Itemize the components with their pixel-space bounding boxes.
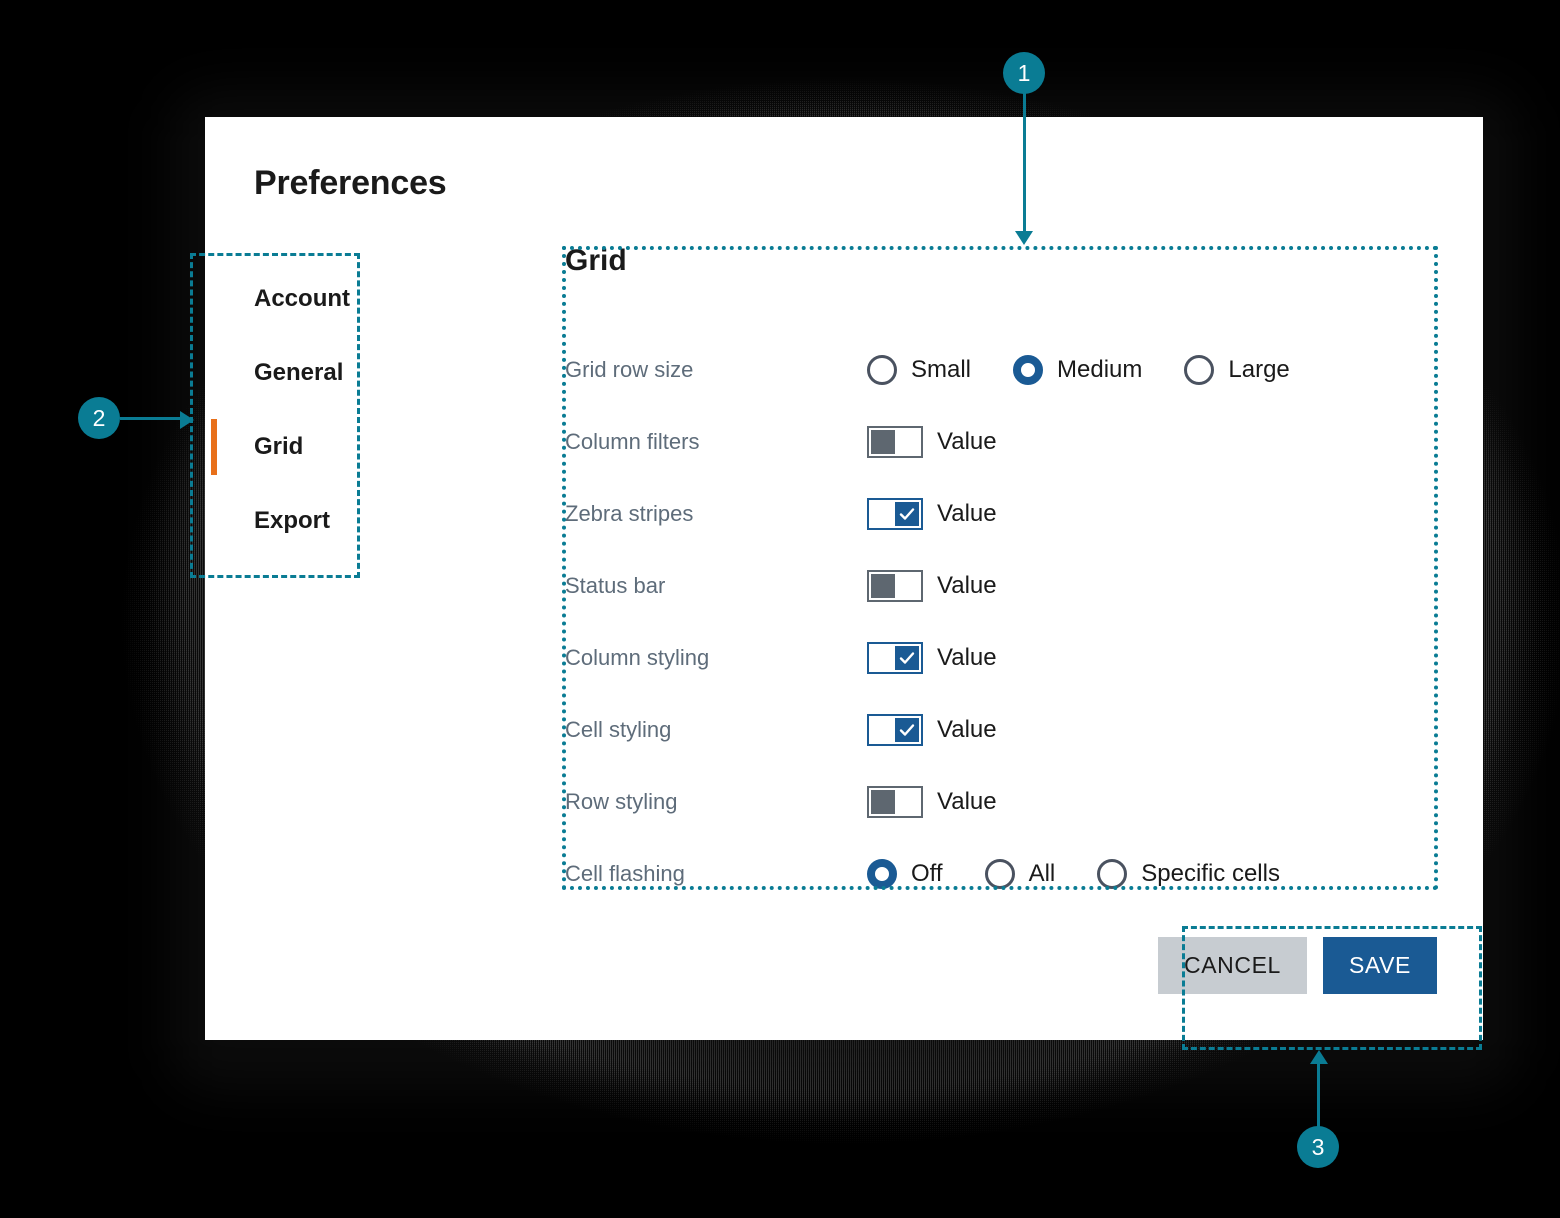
setting-label: Zebra stripes [565, 501, 694, 526]
radio-icon-selected[interactable] [1013, 355, 1044, 385]
radio-option-label: Specific cells [1141, 860, 1280, 887]
checkmark-icon [895, 502, 919, 526]
grid-settings-panel: Grid Grid row size Small Medium Large [562, 246, 1438, 910]
checkmark-icon [895, 646, 919, 670]
save-button[interactable]: SAVE [1322, 937, 1437, 994]
radio-option-label: All [1028, 860, 1056, 887]
cancel-button[interactable]: CANCEL [1158, 937, 1307, 994]
sidebar-item-account[interactable]: Account [205, 262, 525, 336]
checkmark-icon [895, 718, 919, 742]
toggle-value-label: Value [937, 788, 997, 815]
toggle-zebra-stripes[interactable] [867, 498, 923, 530]
page-title: Preferences [254, 164, 447, 202]
setting-label: Column styling [565, 645, 710, 670]
radio-option-large[interactable]: Large [1184, 355, 1290, 385]
annotation-marker-2: 2 [78, 397, 120, 439]
radio-icon[interactable] [984, 859, 1015, 889]
radio-group-grid-row-size: Small Medium Large [867, 355, 1290, 385]
sidebar-item-general[interactable]: General [205, 336, 525, 410]
radio-icon[interactable] [1097, 859, 1128, 889]
setting-label: Status bar [565, 573, 666, 598]
toggle-value-label: Value [937, 572, 997, 599]
radio-option-label: Small [911, 356, 972, 383]
setting-row-column-filters: Column filters Value [562, 406, 1438, 478]
radio-icon[interactable] [1184, 355, 1215, 385]
setting-row-grid-row-size: Grid row size Small Medium Large [562, 334, 1438, 406]
radio-option-specific-cells[interactable]: Specific cells [1097, 859, 1280, 889]
radio-option-off[interactable]: Off [867, 859, 943, 889]
toggle-value-label: Value [937, 428, 997, 455]
active-indicator-bar [211, 419, 217, 475]
setting-label: Cell flashing [565, 861, 685, 886]
toggle-thumb [871, 430, 895, 454]
radio-option-label: Large [1228, 356, 1290, 383]
setting-label: Cell styling [565, 717, 672, 742]
toggle-value-label: Value [937, 500, 997, 527]
toggle-status-bar[interactable] [867, 570, 923, 602]
radio-icon[interactable] [867, 355, 897, 385]
annotation-arrow-3 [1310, 1050, 1328, 1064]
sidebar-item-label: Export [254, 507, 331, 534]
radio-option-all[interactable]: All [984, 859, 1056, 889]
radio-group-cell-flashing: Off All Specific cells [867, 859, 1280, 889]
radio-option-label: Off [911, 860, 943, 887]
annotation-arrow-2 [180, 411, 194, 429]
annotation-marker-3: 3 [1297, 1126, 1339, 1168]
toggle-thumb [895, 502, 919, 526]
toggle-thumb [895, 718, 919, 742]
sidebar-item-label: Grid [254, 433, 304, 460]
annotation-leader-line-3 [1317, 1062, 1320, 1134]
sidebar-item-grid[interactable]: Grid [205, 410, 525, 484]
setting-row-zebra-stripes: Zebra stripes Value [562, 478, 1438, 550]
toggle-value-label: Value [937, 716, 997, 743]
sidebar-navigation: Account General Grid Export [205, 262, 525, 558]
panel-title: Grid [565, 244, 627, 277]
toggle-thumb [895, 646, 919, 670]
sidebar-item-export[interactable]: Export [205, 484, 525, 558]
setting-row-column-styling: Column styling Value [562, 622, 1438, 694]
dialog-action-buttons: CANCEL SAVE [1158, 937, 1437, 994]
setting-label: Row styling [565, 789, 678, 814]
sidebar-item-label: Account [254, 285, 350, 312]
annotation-marker-1: 1 [1003, 52, 1045, 94]
preferences-dialog: Preferences Account General Grid Export … [205, 117, 1483, 1040]
toggle-cell-styling[interactable] [867, 714, 923, 746]
radio-icon-selected[interactable] [867, 859, 897, 889]
setting-row-status-bar: Status bar Value [562, 550, 1438, 622]
annotation-leader-line-2 [120, 417, 182, 420]
radio-option-medium[interactable]: Medium [1013, 355, 1142, 385]
setting-label: Column filters [565, 429, 700, 454]
toggle-value-label: Value [937, 644, 997, 671]
toggle-column-filters[interactable] [867, 426, 923, 458]
toggle-thumb [871, 574, 895, 598]
setting-label: Grid row size [565, 357, 694, 382]
radio-option-small[interactable]: Small [867, 355, 971, 385]
setting-row-row-styling: Row styling Value [562, 766, 1438, 838]
toggle-thumb [871, 790, 895, 814]
setting-row-cell-flashing: Cell flashing Off All Specific cells [562, 838, 1438, 910]
sidebar-item-label: General [254, 359, 344, 386]
radio-option-label: Medium [1057, 356, 1143, 383]
setting-row-cell-styling: Cell styling Value [562, 694, 1438, 766]
toggle-column-styling[interactable] [867, 642, 923, 674]
toggle-row-styling[interactable] [867, 786, 923, 818]
